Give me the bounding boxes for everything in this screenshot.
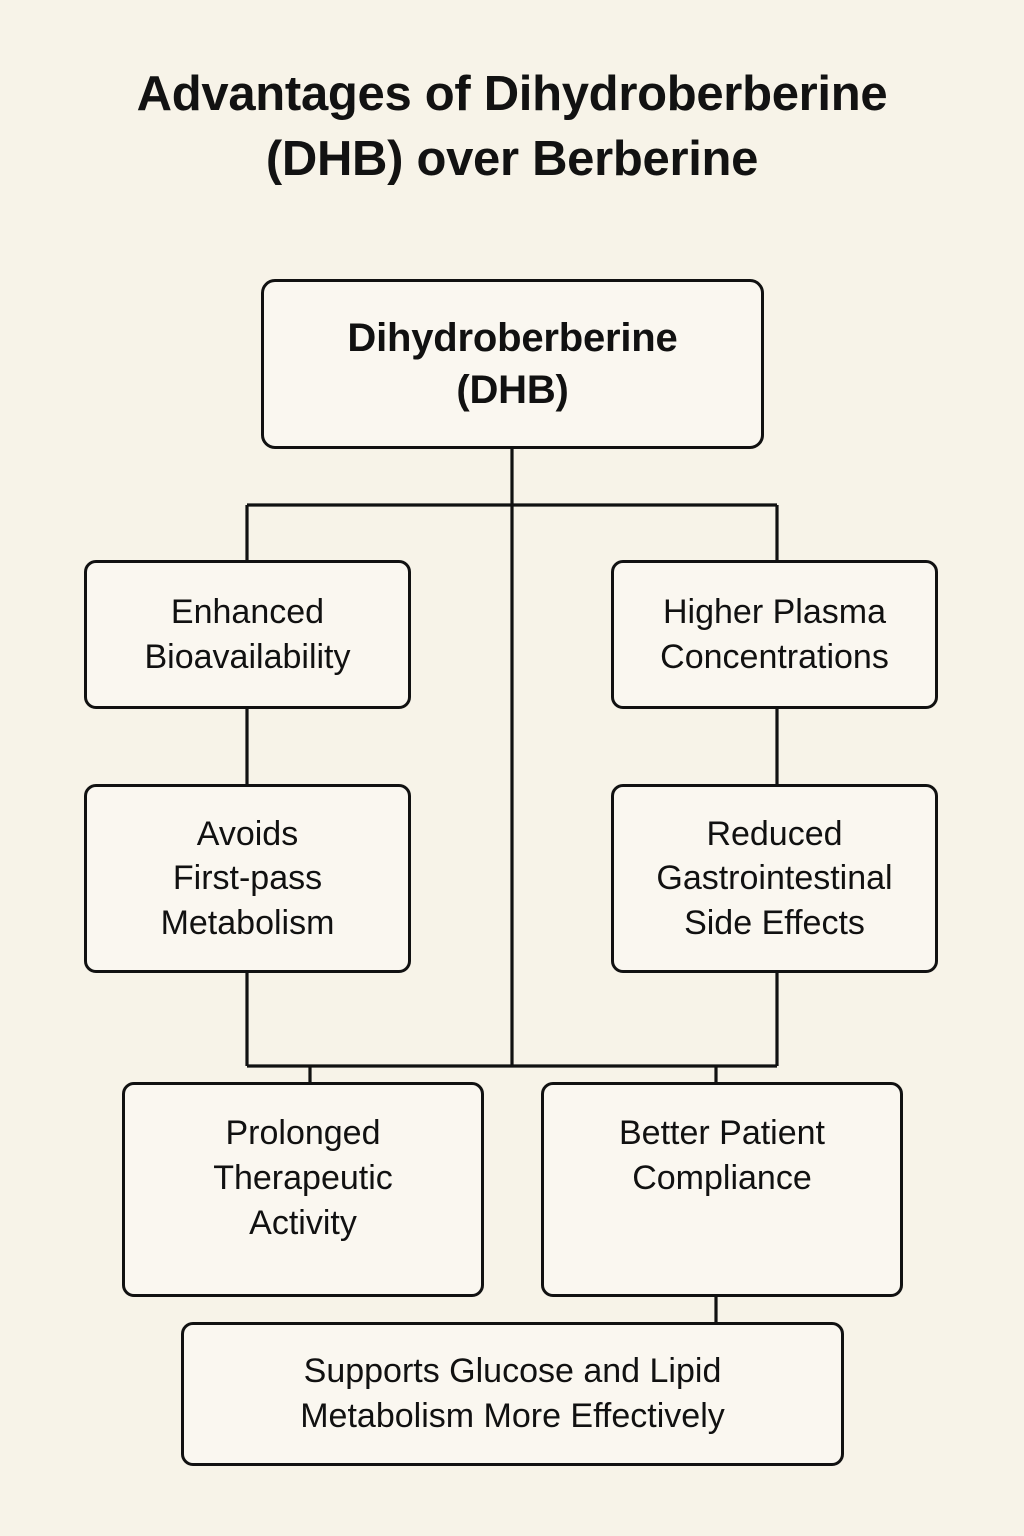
node-label: Supports Glucose and Lipid Metabolism Mo… — [300, 1351, 725, 1435]
node-avoids-first-pass-metabolism[interactable]: Avoids First-pass Metabolism — [84, 784, 411, 973]
node-label: Enhanced Bioavailability — [144, 593, 351, 676]
node-label: Reduced Gastrointestinal Side Effects — [656, 815, 893, 942]
page-title-line-2: (DHB) over Berberine — [265, 132, 759, 187]
node-label: Dihydroberberine (DHB) — [347, 316, 678, 412]
node-dihydroberberine-dhb[interactable]: Dihydroberberine (DHB) — [261, 279, 764, 449]
node-prolonged-therapeutic-activity[interactable]: Prolonged Therapeutic Activity — [122, 1082, 484, 1297]
node-better-patient-compliance[interactable]: Better Patient Compliance — [541, 1082, 903, 1297]
node-enhanced-bioavailability[interactable]: Enhanced Bioavailability — [84, 560, 411, 709]
node-higher-plasma-concentrations[interactable]: Higher Plasma Concentrations — [611, 560, 938, 709]
node-label: Avoids First-pass Metabolism — [160, 815, 335, 942]
page-title: Advantages of Dihydroberberine (DHB) ove… — [56, 62, 968, 192]
node-supports-glucose-and-lipid-metabolism[interactable]: Supports Glucose and Lipid Metabolism Mo… — [181, 1322, 844, 1466]
node-label: Higher Plasma Concentrations — [660, 593, 889, 676]
node-label: Prolonged Therapeutic Activity — [213, 1114, 393, 1243]
node-reduced-gastrointestinal-side-effects[interactable]: Reduced Gastrointestinal Side Effects — [611, 784, 938, 973]
node-label: Better Patient Compliance — [618, 1114, 825, 1198]
page-title-line-1: Advantages of Dihydroberberine — [136, 67, 888, 121]
